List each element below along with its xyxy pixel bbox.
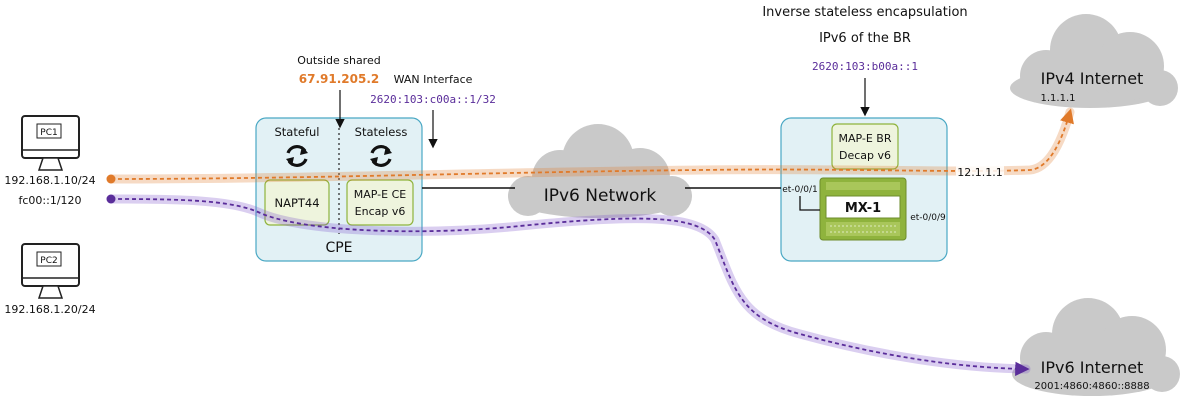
ipv4-internet-cloud (1010, 14, 1178, 108)
router-label: MX-1 (845, 201, 881, 216)
port-left-label: et-0/0/1 (782, 185, 818, 195)
pc1-ipv6: fc00::1/120 (18, 194, 81, 207)
wan-interface-ip: 2620:103:c00a::1/32 (370, 93, 496, 106)
mape-br-line2: Decap v6 (839, 149, 891, 162)
port-right-label: et-0/0/9 (910, 213, 946, 223)
mape-br-module (831, 123, 899, 170)
napt44-module (264, 179, 330, 226)
stateless-label: Stateless (355, 125, 408, 139)
link-ip-label: 12.1.1.1 (957, 166, 1002, 179)
port-left-bracket (799, 196, 820, 211)
pc2-ip: 192.168.1.20/24 (4, 303, 95, 316)
sync-icon (370, 145, 392, 167)
stateful-label: Stateful (275, 125, 320, 139)
ipv6-network-label: IPv6 Network (544, 186, 657, 206)
ipv6-internet-ip: 2001:4860:4860::8888 (1034, 381, 1149, 392)
br-heading-line2: IPv6 of the BR (819, 31, 911, 46)
mx-router-icon (819, 177, 907, 241)
br-heading-line1: Inverse stateless encapsulation (762, 5, 967, 20)
ipv4-internet-ip: 1.1.1.1 (1041, 93, 1076, 104)
ipv6-internet-cloud (1012, 298, 1180, 396)
ipv4-internet-label: IPv4 Internet (1041, 69, 1144, 88)
pc1-monitor-icon (21, 115, 80, 171)
mape-ce-line2: Encap v6 (355, 205, 406, 218)
mape-br-line1: MAP-E BR (838, 132, 891, 145)
br-ip: 2620:103:b00a::1 (812, 60, 918, 73)
pc1-ip: 192.168.1.10/24 (4, 174, 95, 187)
ipv4-flow (106, 107, 1075, 184)
outside-shared-label: Outside shared (297, 54, 380, 67)
napt44-label: NAPT44 (274, 196, 319, 210)
cpe-title: CPE (325, 240, 352, 256)
wan-interface-label: WAN Interface (394, 73, 473, 86)
mape-ce-module (346, 179, 414, 226)
mape-ce-line1: MAP-E CE (354, 188, 407, 201)
pc1-screen-label: PC1 (40, 128, 57, 138)
ipv6-network-cloud (508, 124, 692, 218)
sync-icon (286, 145, 308, 167)
pc2-screen-label: PC2 (40, 256, 57, 266)
ipv6-internet-label: IPv6 Internet (1041, 358, 1144, 377)
pc2-monitor-icon (21, 243, 80, 299)
ipv6-flow (106, 194, 1031, 377)
outside-shared-ip: 67.91.205.2 (299, 72, 379, 86)
link-ip-bg (956, 164, 1004, 179)
